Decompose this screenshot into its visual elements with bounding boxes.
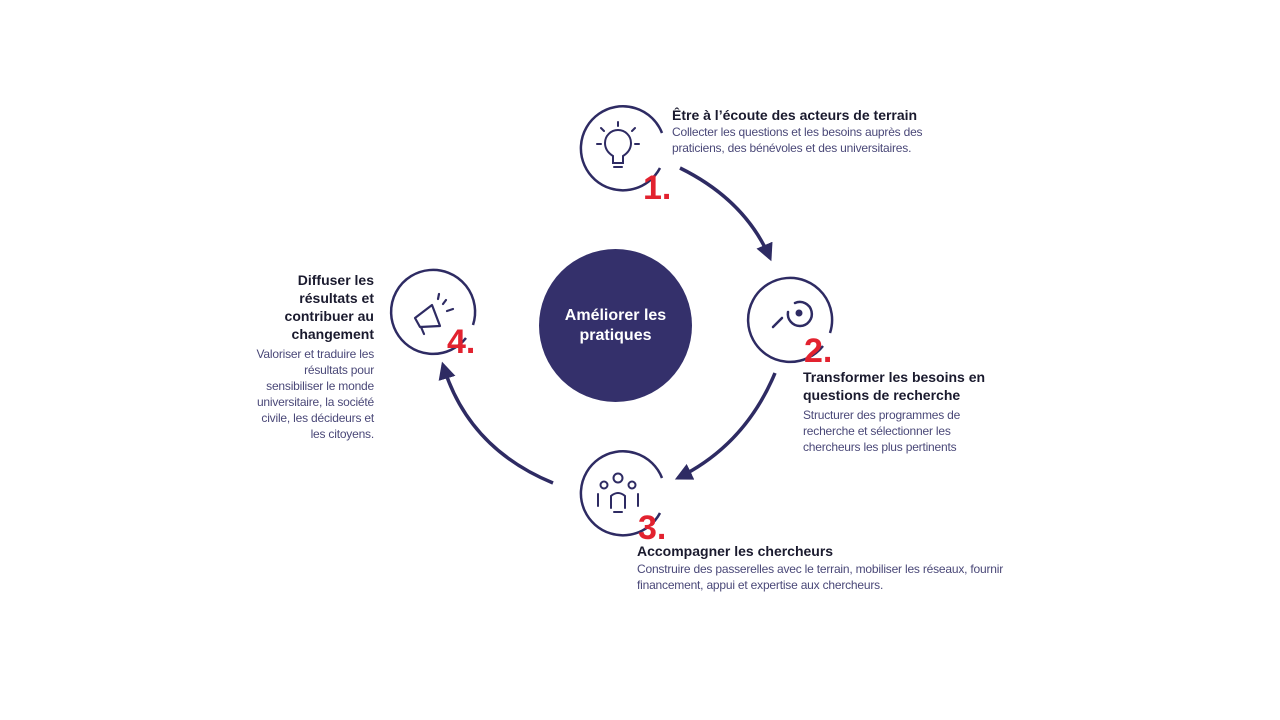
people-icon [597, 472, 639, 513]
search-icon [771, 300, 814, 329]
step-4-title: Diffuser les résultats et contribuer au … [284, 272, 374, 342]
step-2-number: 2. [804, 332, 833, 370]
megaphone-icon [413, 292, 455, 336]
arrow-1-to-2 [679, 166, 773, 262]
center-goal: Améliorer les pratiques [539, 249, 692, 402]
step-1-title: Être à l’écoute des acteurs de terrain [672, 107, 918, 123]
step-4-ring [389, 268, 477, 356]
step-3-ring [579, 450, 664, 537]
step-2-title: Transformer les besoins en questions de … [803, 369, 986, 403]
step-3-description: Construire des passerelles avec le terra… [637, 562, 1004, 592]
arrow-3-to-4 [438, 361, 554, 485]
step-3-number: 3. [638, 509, 667, 547]
step-4-description: Valoriser et traduire les résultats pour… [256, 347, 375, 441]
arrow-2-to-3 [674, 372, 777, 480]
center-label: Améliorer les pratiques [564, 306, 667, 344]
step-1-description: Collecter les questions et les besoins a… [672, 125, 923, 155]
step-3-title: Accompagner les chercheurs [637, 543, 834, 559]
step-2-ring [746, 276, 834, 364]
step-4-number: 4. [447, 323, 476, 361]
lightbulb-icon [596, 121, 640, 168]
step-2-description: Structurer des programmes de recherche e… [803, 408, 961, 454]
step-1-number: 1. [643, 169, 672, 207]
step-1-ring [579, 105, 664, 192]
